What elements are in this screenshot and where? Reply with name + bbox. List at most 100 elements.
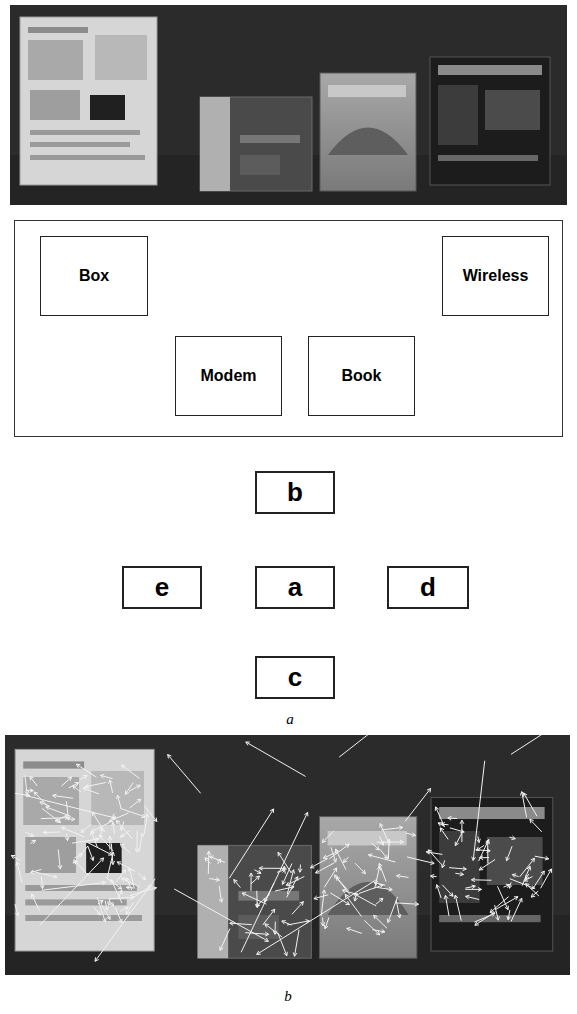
feature-arrow <box>31 894 39 911</box>
feature-arrow <box>251 876 260 884</box>
layout-frame <box>15 221 563 437</box>
feature-arrow <box>263 909 275 925</box>
photo-part <box>28 40 83 80</box>
box-label: d <box>420 572 436 603</box>
feature-arrow <box>81 824 91 832</box>
feature-arrow <box>475 912 496 926</box>
feature-arrow <box>339 735 429 757</box>
feature-arrow <box>111 822 115 833</box>
feature-arrow <box>442 885 453 896</box>
feature-arrow <box>109 901 113 906</box>
photo-part <box>28 27 88 33</box>
feature-arrow <box>25 832 33 836</box>
feature-arrow <box>168 755 201 794</box>
feature-arrow <box>25 775 29 794</box>
feature-arrow <box>254 870 261 874</box>
feature-arrow <box>105 901 109 911</box>
feature-arrow <box>30 869 41 873</box>
feature-arrow <box>32 871 57 878</box>
feature-arrow <box>16 862 22 883</box>
feature-arrow <box>535 856 549 860</box>
feature-arrow <box>525 874 529 879</box>
photo-part <box>30 90 80 120</box>
feature-arrow <box>15 904 19 916</box>
feature-arrow <box>455 833 462 845</box>
feature-arrow <box>375 867 381 889</box>
feature-arrow <box>381 826 402 830</box>
feature-arrow <box>438 823 444 826</box>
feature-arrow <box>324 917 329 928</box>
feature-arrow <box>135 831 139 853</box>
view-box: e <box>122 566 202 609</box>
feature-arrow <box>229 809 273 878</box>
feature-arrow <box>321 917 325 925</box>
photo-part <box>200 97 230 191</box>
photo-part <box>319 817 416 959</box>
photo-part <box>198 845 228 958</box>
feature-arrow <box>75 861 89 876</box>
feature-arrow <box>440 828 448 840</box>
feature-arrow <box>40 858 104 926</box>
feature-arrow <box>472 761 485 861</box>
feature-arrow <box>88 846 94 860</box>
feature-arrow <box>428 850 440 864</box>
feature-arrow <box>354 894 376 906</box>
box-label: Book <box>342 367 382 385</box>
feature-arrow <box>379 863 386 881</box>
feature-arrow <box>293 930 299 957</box>
feature-arrow <box>58 849 62 868</box>
feature-arrow <box>129 785 140 791</box>
view-box: a <box>255 566 335 609</box>
feature-arrow <box>11 856 21 861</box>
photo-part <box>320 73 416 191</box>
photo-part <box>438 65 542 75</box>
feature-arrow <box>435 807 444 827</box>
photo-objects <box>10 5 567 205</box>
photo-part <box>91 771 144 825</box>
feature-arrow <box>40 802 50 807</box>
feature-arrow <box>100 774 112 778</box>
feature-arrow <box>397 874 409 878</box>
feature-arrow <box>504 884 510 888</box>
feature-arrow <box>371 843 379 850</box>
view-box: d <box>387 566 469 609</box>
feature-arrow <box>99 835 113 851</box>
feature-arrow <box>121 765 139 779</box>
photo-part <box>23 761 84 768</box>
photo-part <box>20 17 157 185</box>
feature-arrow <box>139 833 144 852</box>
feature-arrow <box>282 921 292 925</box>
feature-arrow <box>130 887 157 896</box>
feature-arrow <box>364 920 379 934</box>
feature-arrow <box>30 776 37 786</box>
feature-arrow <box>377 887 393 891</box>
panel-label: a <box>286 711 294 728</box>
photo-features <box>5 735 570 975</box>
view-box: b <box>255 471 335 514</box>
feature-arrow <box>507 910 511 920</box>
feature-arrow <box>42 881 106 890</box>
feature-arrow <box>25 795 116 819</box>
feature-arrow <box>174 889 268 941</box>
feature-arrow <box>407 857 434 865</box>
box-label: Modem <box>201 367 257 385</box>
feature-arrow <box>509 836 515 840</box>
feature-arrow <box>116 820 133 839</box>
feature-arrow <box>287 877 298 898</box>
panel-label: b <box>284 988 292 1005</box>
photo-part <box>10 5 567 205</box>
object-box: Box <box>40 236 148 316</box>
feature-arrow <box>138 873 145 880</box>
feature-arrow <box>53 794 73 798</box>
feature-arrow <box>526 884 539 896</box>
feature-arrow <box>91 822 110 832</box>
feature-arrow <box>205 858 211 864</box>
photo-part <box>5 735 570 975</box>
feature-arrow <box>219 886 223 902</box>
photo-part <box>23 777 79 825</box>
photo-part <box>240 135 300 143</box>
feature-arrow <box>80 775 87 779</box>
photo-part <box>485 90 540 130</box>
feature-arrow <box>42 808 61 822</box>
feature-arrow <box>72 838 99 844</box>
